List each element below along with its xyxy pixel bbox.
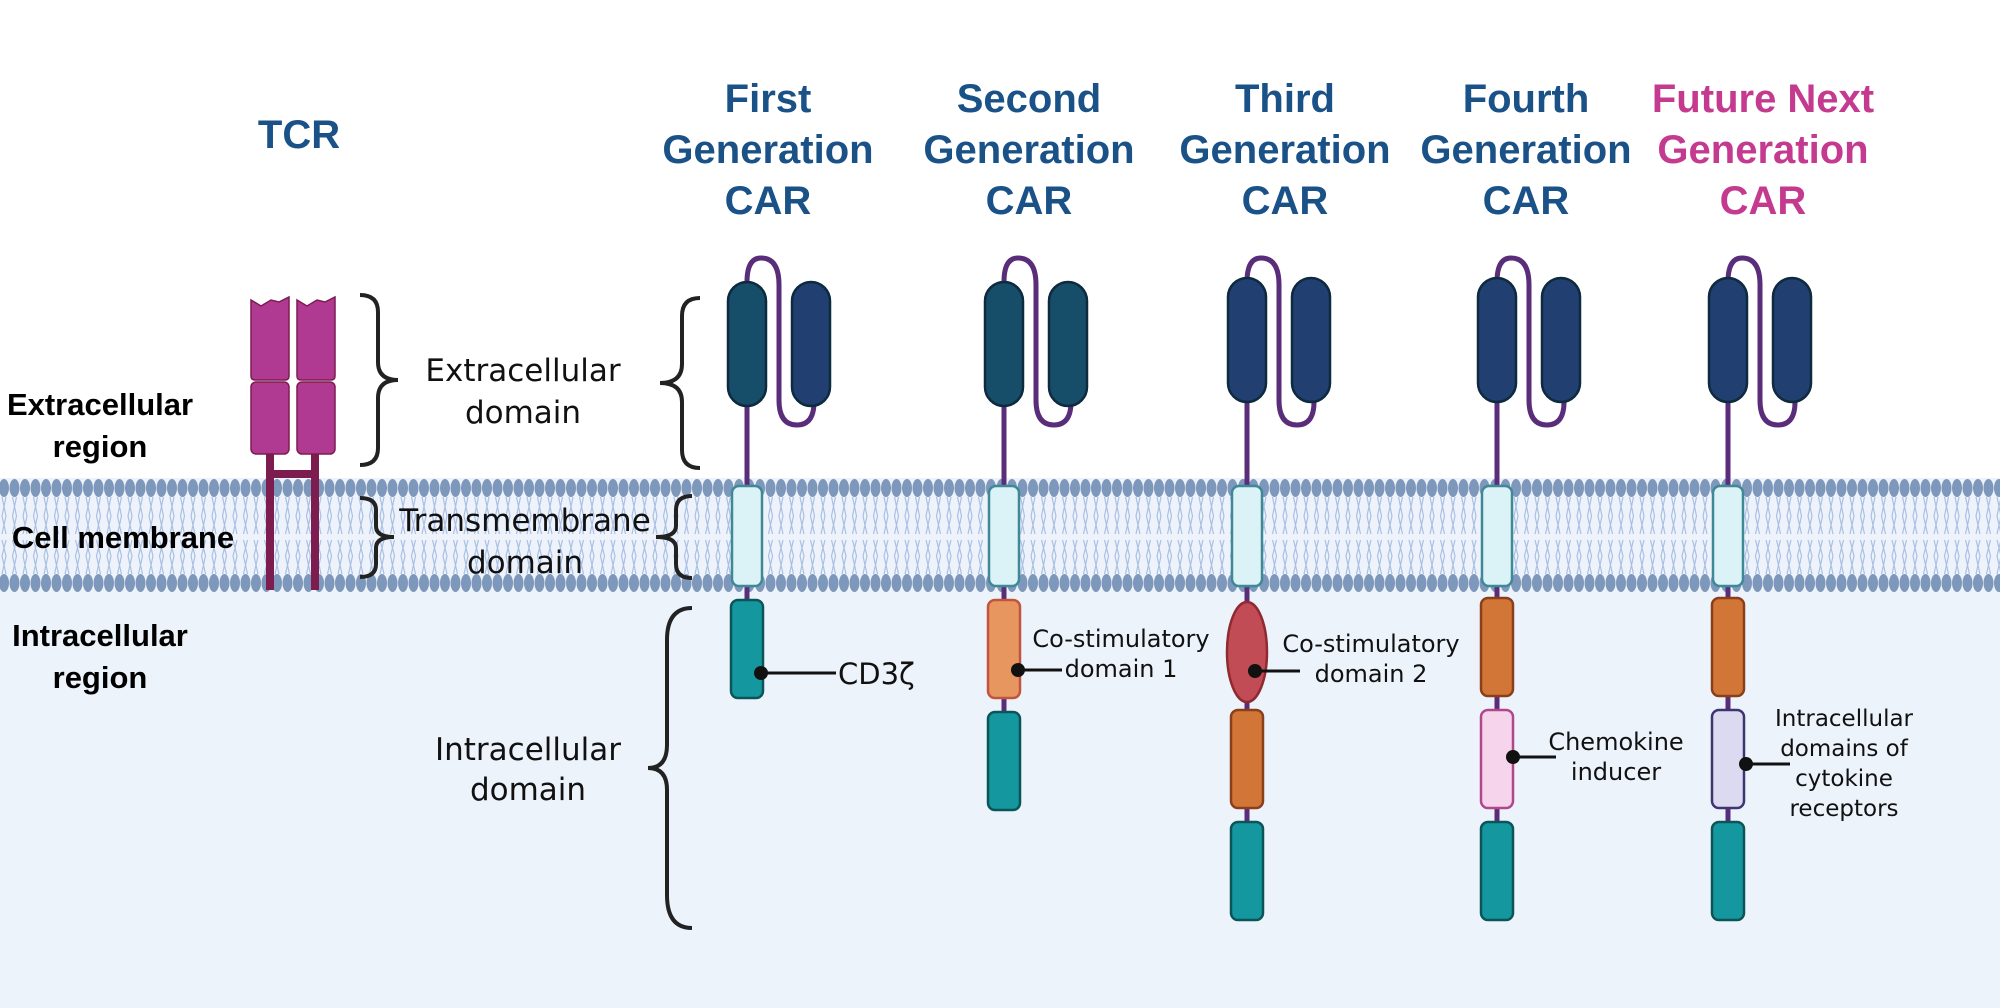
tcr-stem-left	[266, 450, 274, 590]
costim1-callout: Co-stimulatory domain 1	[1011, 625, 1210, 683]
gen3-header-line3: CAR	[1242, 179, 1329, 223]
intracellular-domain-label-line1: Intracellular	[435, 732, 621, 768]
gen3-scfv-heavy-chain	[1226, 276, 1268, 404]
tcr-chain-right-bottom	[296, 381, 336, 455]
gen2-costim-domain-1	[986, 598, 1022, 700]
intracellular-region-label-line1: Intracellular	[12, 618, 188, 653]
gen4-header: Fourth Generation CAR	[1420, 77, 1631, 223]
tcr-disulfide-bridge	[266, 470, 319, 478]
gen4-scfv-light-chain	[1540, 276, 1582, 404]
future-scfv-light-chain	[1771, 276, 1813, 404]
tcr-chain-right-top	[296, 295, 336, 381]
future-header-line1: Future Next	[1652, 77, 1874, 121]
future-header-line3: CAR	[1720, 179, 1807, 223]
gen2-cd3z	[986, 710, 1022, 812]
gen1-scfv-light-chain	[790, 280, 832, 408]
future-header-line2: Generation	[1657, 128, 1868, 172]
gen4-header-line3: CAR	[1483, 179, 1570, 223]
gen3-costim-domain-2	[1225, 600, 1269, 704]
costim2-callout: Co-stimulatory domain 2	[1248, 630, 1460, 688]
gen2-car	[983, 255, 1089, 812]
car-extracellular-brace	[659, 296, 701, 470]
tcr-header: TCR	[258, 113, 340, 157]
gen1-header: First Generation CAR	[662, 77, 873, 223]
future-scfv-heavy-chain	[1707, 276, 1749, 404]
cell-membrane-label: Cell membrane	[12, 520, 234, 555]
gen3-header-line1: Third	[1235, 77, 1335, 121]
costim2-label-line1: Co-stimulatory	[1282, 630, 1459, 658]
future-transmembrane	[1711, 484, 1745, 588]
cd3z-label: CD3ζ	[838, 657, 915, 691]
gen2-transmembrane	[987, 484, 1021, 588]
gen4-car	[1476, 255, 1582, 922]
gen3-header: Third Generation CAR	[1179, 77, 1390, 223]
gen1-header-line1: First	[725, 77, 812, 121]
gen3-scfv-light-chain	[1290, 276, 1332, 404]
gen2-header-line2: Generation	[923, 128, 1134, 172]
gen4-cd3z	[1479, 820, 1515, 922]
gen4-scfv-linker	[1494, 255, 1567, 428]
gen4-scfv-heavy-chain	[1476, 276, 1518, 404]
gen4-header-line1: Fourth	[1463, 77, 1590, 121]
gen2-scfv-linker	[1001, 255, 1074, 428]
tcr-chain-left-bottom	[250, 381, 290, 455]
gen3-costim-domain-1	[1229, 708, 1265, 810]
gen2-header: Second Generation CAR	[923, 77, 1134, 223]
gen2-header-line1: Second	[957, 77, 1101, 121]
gen4-costim-domain	[1479, 596, 1515, 698]
cd3z-callout: CD3ζ	[754, 657, 915, 691]
car-transmembrane-brace	[655, 494, 693, 580]
chemokine-callout: Chemokine inducer	[1506, 728, 1684, 786]
cytokine-label-line1: Intracellular	[1775, 706, 1914, 732]
costim1-label-line2: domain 1	[1065, 655, 1178, 683]
extracellular-region-label-line2: region	[53, 429, 148, 464]
costim2-label-line2: domain 2	[1315, 660, 1428, 688]
gen1-header-line3: CAR	[725, 179, 812, 223]
gen1-scfv-linker	[744, 255, 817, 428]
gen2-scfv-heavy-chain	[983, 280, 1025, 408]
gen4-header-line2: Generation	[1420, 128, 1631, 172]
gen3-car	[1225, 255, 1332, 922]
gen3-header-line2: Generation	[1179, 128, 1390, 172]
future-cytokine-receptor-domain	[1710, 708, 1746, 810]
future-costim-domain	[1710, 596, 1746, 698]
gen3-scfv-linker	[1244, 255, 1317, 428]
gen3-cd3z	[1229, 820, 1265, 922]
tcr-stem-right	[311, 450, 319, 590]
tcr-transmembrane-brace	[359, 496, 395, 579]
cytokine-label-line4: receptors	[1789, 796, 1898, 822]
tcr-chain-left-top	[250, 295, 290, 381]
gen1-transmembrane	[730, 484, 764, 588]
cytokine-label-line2: domains of	[1780, 736, 1909, 762]
costim1-label-line1: Co-stimulatory	[1032, 625, 1209, 653]
extracellular-domain-label-line1: Extracellular	[425, 353, 620, 389]
gen3-transmembrane	[1230, 484, 1264, 588]
intracellular-domain-label-line2: domain	[470, 772, 586, 808]
gen2-header-line3: CAR	[986, 179, 1073, 223]
gen2-scfv-light-chain	[1047, 280, 1089, 408]
transmembrane-domain-label-line1: Transmembrane	[398, 503, 651, 539]
intracellular-region-label-line2: region	[53, 660, 148, 695]
future-header: Future Next Generation CAR	[1652, 77, 1874, 223]
tcr-extracellular-brace	[359, 293, 399, 467]
future-scfv-linker	[1725, 255, 1798, 428]
gen1-scfv-heavy-chain	[726, 280, 768, 408]
future-cd3z	[1710, 820, 1746, 922]
gen4-transmembrane	[1480, 484, 1514, 588]
chemokine-label-line2: inducer	[1571, 758, 1661, 786]
extracellular-region-label-line1: Extracellular	[7, 387, 193, 422]
chemokine-label-line1: Chemokine	[1548, 728, 1683, 756]
transmembrane-domain-label-line2: domain	[467, 545, 583, 581]
cytokine-label-line3: cytokine	[1795, 766, 1893, 792]
cytokine-callout: Intracellular domains of cytokine recept…	[1739, 706, 1914, 822]
gen1-header-line2: Generation	[662, 128, 873, 172]
car-intracellular-brace	[647, 606, 693, 930]
gen1-cd3z	[729, 598, 765, 700]
extracellular-domain-label-line2: domain	[465, 395, 581, 431]
tcr-receptor	[250, 295, 336, 590]
